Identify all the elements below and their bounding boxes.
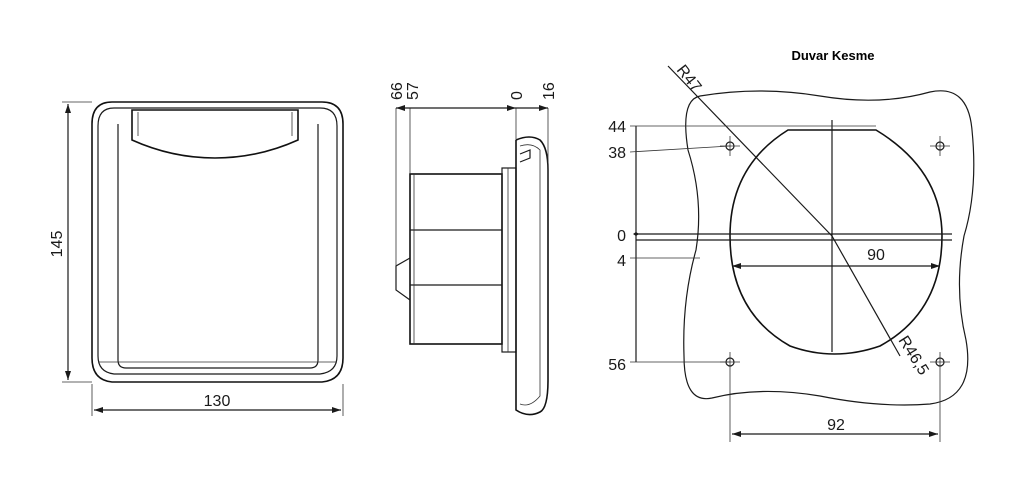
front-body-outline xyxy=(91,101,344,383)
front-height-label: 145 xyxy=(49,231,66,258)
cutout-y-label-0: 0 xyxy=(617,228,626,245)
side-label-16: 16 xyxy=(541,82,558,100)
side-cover-plate xyxy=(515,136,549,416)
cutout-shape xyxy=(729,129,943,355)
cutout-y-label-56: 56 xyxy=(608,357,626,374)
front-view: 145 130 xyxy=(49,101,344,416)
front-lid-top-inner xyxy=(137,112,293,136)
side-label-0: 0 xyxy=(509,91,526,100)
mount-hole-tr xyxy=(930,136,950,156)
front-lid-top xyxy=(131,109,299,159)
leader-38 xyxy=(629,145,731,153)
cutout-title: Duvar Kesme xyxy=(791,48,874,63)
cutout-width-label: 90 xyxy=(867,247,885,264)
axis-origin-marker xyxy=(633,232,639,236)
cutout-view: Duvar Kesme R47 R46,5 xyxy=(608,48,975,442)
front-body-inner-outline xyxy=(97,107,338,375)
side-label-66: 66 xyxy=(389,82,406,100)
side-cover-inner xyxy=(519,144,541,406)
side-flange xyxy=(501,167,517,353)
hole-spacing-label: 92 xyxy=(827,417,845,434)
radius-outer-label: R47 xyxy=(673,62,705,96)
side-body-outline xyxy=(409,173,503,345)
front-lid-panel xyxy=(117,124,319,369)
side-lid-tab xyxy=(395,257,411,301)
radius-leader-inner xyxy=(831,235,901,357)
wall-outline xyxy=(683,90,975,406)
side-arrows xyxy=(396,105,548,111)
cutout-y-label-44: 44 xyxy=(608,119,626,136)
mount-hole-br xyxy=(930,352,950,372)
front-width-label: 130 xyxy=(204,393,231,410)
side-cover-hinge xyxy=(519,149,531,163)
radius-leader-outer xyxy=(667,65,833,237)
cutout-y-label-38: 38 xyxy=(608,145,626,162)
side-view: 66 57 0 16 xyxy=(389,82,558,416)
side-label-57: 57 xyxy=(405,82,422,100)
cutout-y-label-4: 4 xyxy=(617,253,626,270)
